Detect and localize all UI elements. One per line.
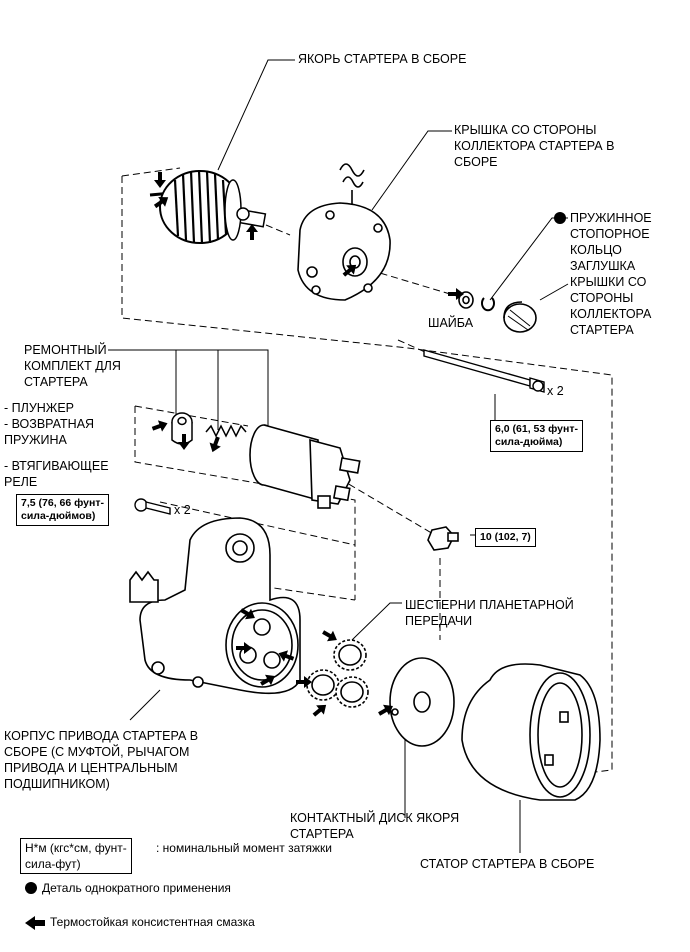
planetary-gears-drawing xyxy=(306,639,369,708)
legend-grease: Термостойкая консистентная смазка xyxy=(50,915,255,929)
contact-disc-drawing xyxy=(389,657,455,747)
label-commutator-cover: КРЫШКА СО СТОРОНЫ КОЛЛЕКТОРА СТАРТЕРА В … xyxy=(454,123,615,169)
armature-drawing xyxy=(149,169,267,245)
label-return-spring: - ВОЗВРАТНАЯ ПРУЖИНА xyxy=(4,417,95,447)
label-plunger: - ПЛУНЖЕР xyxy=(4,401,75,415)
commutator-cover-drawing xyxy=(297,163,391,301)
legend-unit-desc: : номинальный момент затяжки xyxy=(156,841,332,855)
label-contact-disc: КОНТАКТНЫЙ ДИСК ЯКОРЯ СТАРТЕРА xyxy=(290,811,460,841)
through-bolt-drawing xyxy=(423,349,545,393)
leader-lines xyxy=(108,59,569,853)
stator-drawing xyxy=(461,663,601,801)
relay-drawing xyxy=(249,424,361,509)
drive-housing-drawing xyxy=(129,517,301,695)
single-use-legend-icon xyxy=(25,882,37,894)
label-planetary-gears: ШЕСТЕРНИ ПЛАНЕТАРНОЙ ПЕРЕДАЧИ xyxy=(405,598,574,628)
legend-unit-box: Н*м (кгс*см, фунт- сила-фут) xyxy=(20,838,132,874)
torque-box-relay-bolt: 7,5 (76, 66 фунт- сила-дюймов) xyxy=(16,494,109,526)
label-end-plug: ЗАГЛУШКА КРЫШКИ СО СТОРОНЫ КОЛЛЕКТОРА СТ… xyxy=(570,259,652,337)
relay-bolt-drawing xyxy=(134,498,171,515)
label-drive-housing: КОРПУС ПРИВОДА СТАРТЕРА В СБОРЕ (С МУФТО… xyxy=(4,729,199,791)
label-washer: ШАЙБА xyxy=(428,316,474,330)
plunger-spring-drawing xyxy=(171,412,247,445)
torque-box-through-bolt: 6,0 (61, 53 фунт- сила-дюйма) xyxy=(490,420,583,452)
through-bolt-multiplier: x 2 xyxy=(547,384,564,398)
relay-bolt-multiplier: x 2 xyxy=(174,503,191,517)
label-stator: СТАТОР СТАРТЕРА В СБОРЕ xyxy=(420,857,595,871)
label-repair-kit: РЕМОНТНЫЙ КОМПЛЕКТ ДЛЯ СТАРТЕРА xyxy=(24,343,121,389)
grease-arrows xyxy=(151,172,464,717)
grease-legend-icon xyxy=(25,916,45,930)
label-armature: ЯКОРЬ СТАРТЕРА В СБОРЕ xyxy=(298,52,467,66)
label-spring-ring: ПРУЖИННОЕ СТОПОРНОЕ КОЛЬЦО xyxy=(570,211,652,257)
legend-single-use: Деталь однократного применения xyxy=(42,881,231,895)
nut-drawing xyxy=(427,526,459,551)
label-relay: - ВТЯГИВАЮЩЕЕ РЕЛЕ xyxy=(4,459,109,489)
washer-ring-plug-drawing xyxy=(458,291,537,333)
single-use-marker xyxy=(554,212,566,224)
torque-box-nut: 10 (102, 7) xyxy=(475,528,536,547)
